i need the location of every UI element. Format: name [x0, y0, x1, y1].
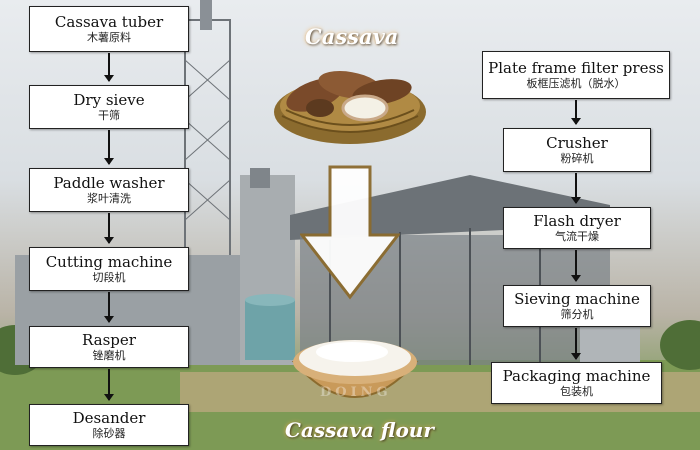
step-label-zh: 粉碎机: [560, 151, 594, 165]
step-label-en: Flash dryer: [533, 211, 621, 230]
step-rasper: Rasper 锉磨机: [29, 326, 189, 368]
flow-arrow: [104, 292, 114, 323]
step-label-zh: 气流干燥: [555, 229, 599, 243]
cassava-flour-bowl-image: [291, 340, 419, 398]
step-label-en: Cassava tuber: [54, 12, 164, 31]
step-label-en: Cutting machine: [45, 252, 173, 271]
headline-cassava-flour: Cassava flour: [285, 418, 434, 442]
step-plate-frame-filter-press: Plate frame filter press 板框压滤机（脱水）: [482, 51, 670, 99]
step-label-en: Desander: [72, 408, 146, 427]
step-paddle-washer: Paddle washer 浆叶清洗: [29, 168, 189, 212]
step-label-en: Plate frame filter press: [488, 58, 664, 77]
headline-cassava: Cassava: [305, 24, 399, 49]
flow-arrow: [104, 213, 114, 244]
step-cassava-tuber: Cassava tuber 木薯原料: [29, 6, 189, 52]
process-arrow-icon: [300, 165, 400, 300]
step-label-en: Paddle washer: [53, 173, 165, 192]
step-label-en: Packaging machine: [502, 366, 651, 385]
flow-arrow: [104, 369, 114, 401]
step-flash-dryer: Flash dryer 气流干燥: [503, 207, 651, 249]
step-dry-sieve: Dry sieve 干筛: [29, 85, 189, 129]
step-label-zh: 木薯原料: [87, 30, 131, 44]
step-sieving-machine: Sieving machine 筛分机: [503, 285, 651, 327]
flow-arrow: [571, 100, 581, 125]
flow-arrow: [571, 250, 581, 282]
step-label-zh: 包装机: [560, 384, 593, 398]
watermark-center: DOING: [320, 385, 392, 400]
step-label-zh: 筛分机: [560, 307, 594, 321]
flow-arrow: [571, 328, 581, 360]
step-cutting-machine: Cutting machine 切段机: [29, 247, 189, 291]
flow-arrow: [571, 173, 581, 204]
step-label-zh: 切段机: [92, 270, 126, 284]
step-label-zh: 干筛: [98, 108, 120, 122]
step-packaging-machine: Packaging machine 包装机: [491, 362, 662, 404]
flow-arrow: [104, 53, 114, 82]
step-label-zh: 除砂器: [92, 426, 126, 440]
step-label-zh: 浆叶清洗: [87, 191, 131, 205]
step-desander: Desander 除砂器: [29, 404, 189, 446]
step-label-zh: 板框压滤机（脱水）: [526, 76, 626, 90]
flow-arrow: [104, 130, 114, 165]
step-label-en: Rasper: [82, 330, 136, 349]
step-label-en: Sieving machine: [514, 289, 640, 308]
step-crusher: Crusher 粉碎机: [503, 128, 651, 172]
step-label-en: Dry sieve: [73, 90, 145, 109]
cassava-basket-image: [274, 71, 426, 144]
step-label-zh: 锉磨机: [92, 348, 126, 362]
step-label-en: Crusher: [546, 133, 608, 152]
